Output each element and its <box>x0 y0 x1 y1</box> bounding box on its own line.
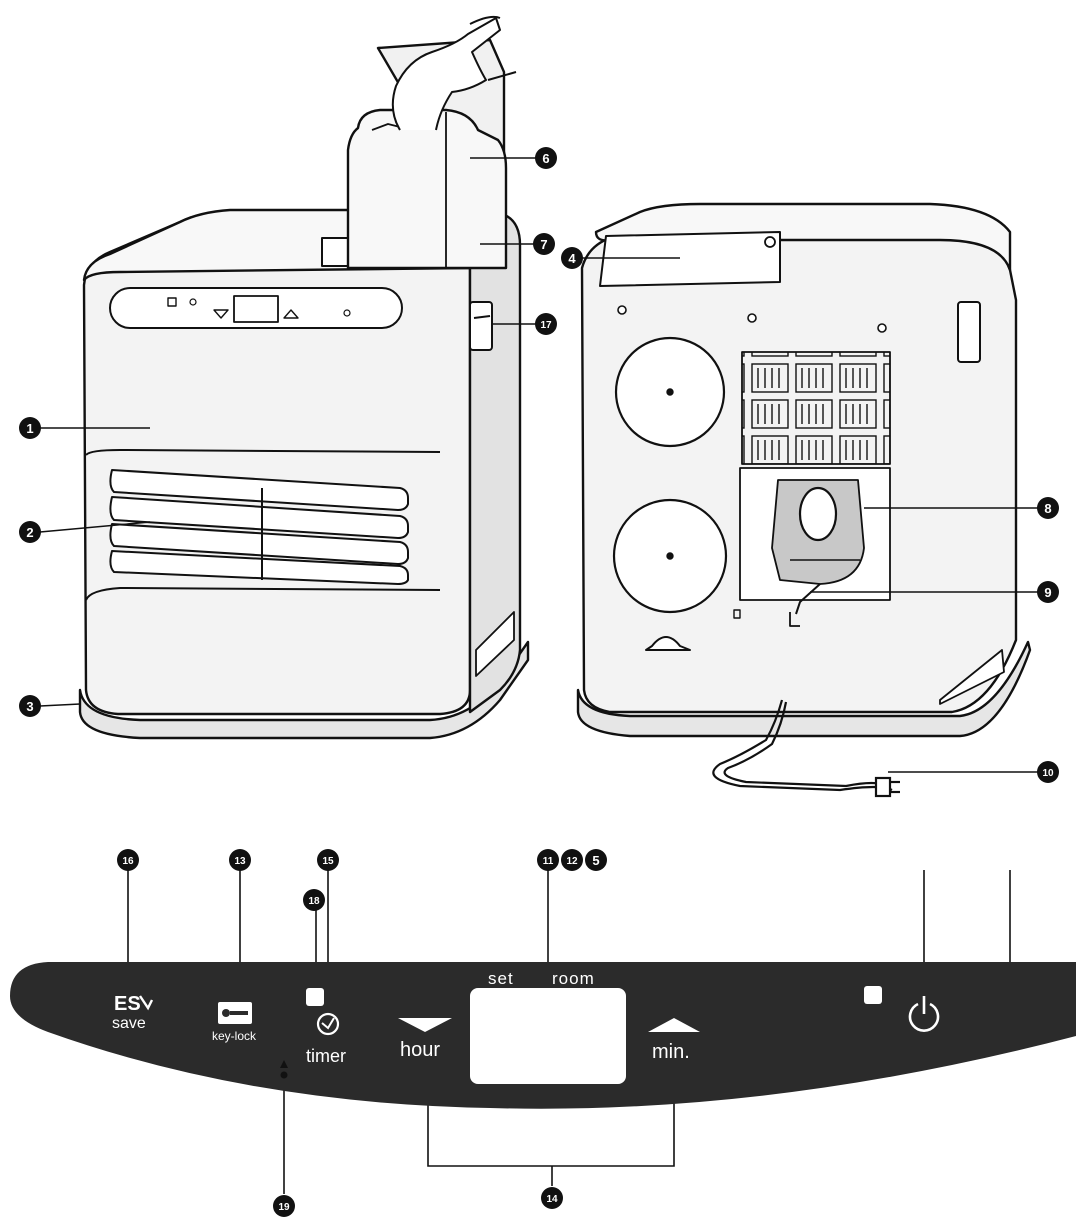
hour-button[interactable]: hour <box>398 1018 452 1061</box>
callout-16: 16 <box>117 849 139 871</box>
set-label: set <box>488 969 514 988</box>
hand <box>391 17 501 131</box>
svg-text:12: 12 <box>566 856 578 867</box>
callout-19: 19 <box>273 1195 295 1217</box>
svg-text:17: 17 <box>540 320 552 331</box>
svg-text:15: 15 <box>322 856 334 867</box>
timer-indicator-led <box>306 988 324 1006</box>
min-button[interactable]: min. <box>648 1018 700 1063</box>
timer-button[interactable]: timer <box>306 1012 346 1066</box>
callout-14: 14 <box>541 1187 563 1209</box>
triangle-up-icon <box>648 1018 700 1032</box>
rear-heater <box>576 202 1032 738</box>
callouts: 1 2 3 4 6 7 17 8 9 10 16 13 15 18 11 12 … <box>19 147 1059 1217</box>
svg-text:7: 7 <box>540 237 547 252</box>
callout-11: 11 <box>537 849 559 871</box>
callout-1: 1 <box>19 417 41 439</box>
callout-4: 4 <box>561 247 583 269</box>
power-cord <box>712 699 900 798</box>
svg-text:11: 11 <box>543 856 554 867</box>
power-indicator-led <box>864 986 882 1004</box>
svg-text:16: 16 <box>122 856 134 867</box>
save-label: save <box>112 1015 146 1032</box>
key-lock-label: key-lock <box>212 1029 257 1043</box>
fuel-tank-group <box>346 15 517 270</box>
triangle-down-icon <box>398 1018 452 1032</box>
svg-text:13: 13 <box>234 856 246 867</box>
timer-label: timer <box>306 1046 346 1066</box>
hour-label: hour <box>400 1039 440 1061</box>
eco-save-icon: ES <box>114 993 141 1015</box>
save-button[interactable]: ES save <box>112 993 154 1032</box>
control-panel: ES save key-lock timer hour set room <box>10 962 1076 1109</box>
svg-text:19: 19 <box>278 1202 290 1213</box>
svg-text:10: 10 <box>1042 768 1054 779</box>
front-heater <box>78 208 530 740</box>
svg-text:1: 1 <box>26 421 33 436</box>
svg-text:9: 9 <box>1044 585 1051 600</box>
svg-text:18: 18 <box>308 896 320 907</box>
callout-17: 17 <box>535 313 557 335</box>
callout-2: 2 <box>19 521 41 543</box>
svg-text:2: 2 <box>26 525 33 540</box>
callout-7: 7 <box>533 233 555 255</box>
callout-12: 12 <box>561 849 583 871</box>
min-label: min. <box>652 1041 690 1063</box>
callout-15: 15 <box>317 849 339 871</box>
callout-9: 9 <box>1037 581 1059 603</box>
callout-6: 6 <box>535 147 557 169</box>
callout-5: 5 <box>585 849 607 871</box>
callout-18: 18 <box>303 889 325 911</box>
front-grille <box>109 469 409 585</box>
key-lock-button[interactable]: key-lock <box>212 1002 257 1043</box>
plug <box>874 776 892 798</box>
front-handle <box>469 301 493 351</box>
callout-8: 8 <box>1037 497 1059 519</box>
clock-icon <box>316 1012 340 1036</box>
rear-vents <box>741 351 891 465</box>
svg-text:8: 8 <box>1044 501 1051 516</box>
callout-10: 10 <box>1037 761 1059 783</box>
sensor-indicator <box>280 1060 288 1079</box>
svg-text:4: 4 <box>568 251 576 266</box>
rear-base <box>576 640 1032 738</box>
callout-13: 13 <box>229 849 251 871</box>
rear-cover-plate <box>599 231 781 287</box>
power-icon <box>908 1002 940 1032</box>
svg-text:6: 6 <box>542 151 549 166</box>
temperature-display <box>470 988 626 1084</box>
power-button[interactable] <box>908 996 940 1032</box>
fuel-tank <box>346 108 508 270</box>
svg-text:3: 3 <box>26 699 33 714</box>
svg-text:14: 14 <box>546 1194 558 1205</box>
svg-text:5: 5 <box>592 853 599 868</box>
front-base <box>78 640 530 740</box>
rear-handle <box>957 301 981 363</box>
callout-3: 3 <box>19 695 41 717</box>
front-display <box>233 295 279 323</box>
room-label: room <box>552 969 595 988</box>
